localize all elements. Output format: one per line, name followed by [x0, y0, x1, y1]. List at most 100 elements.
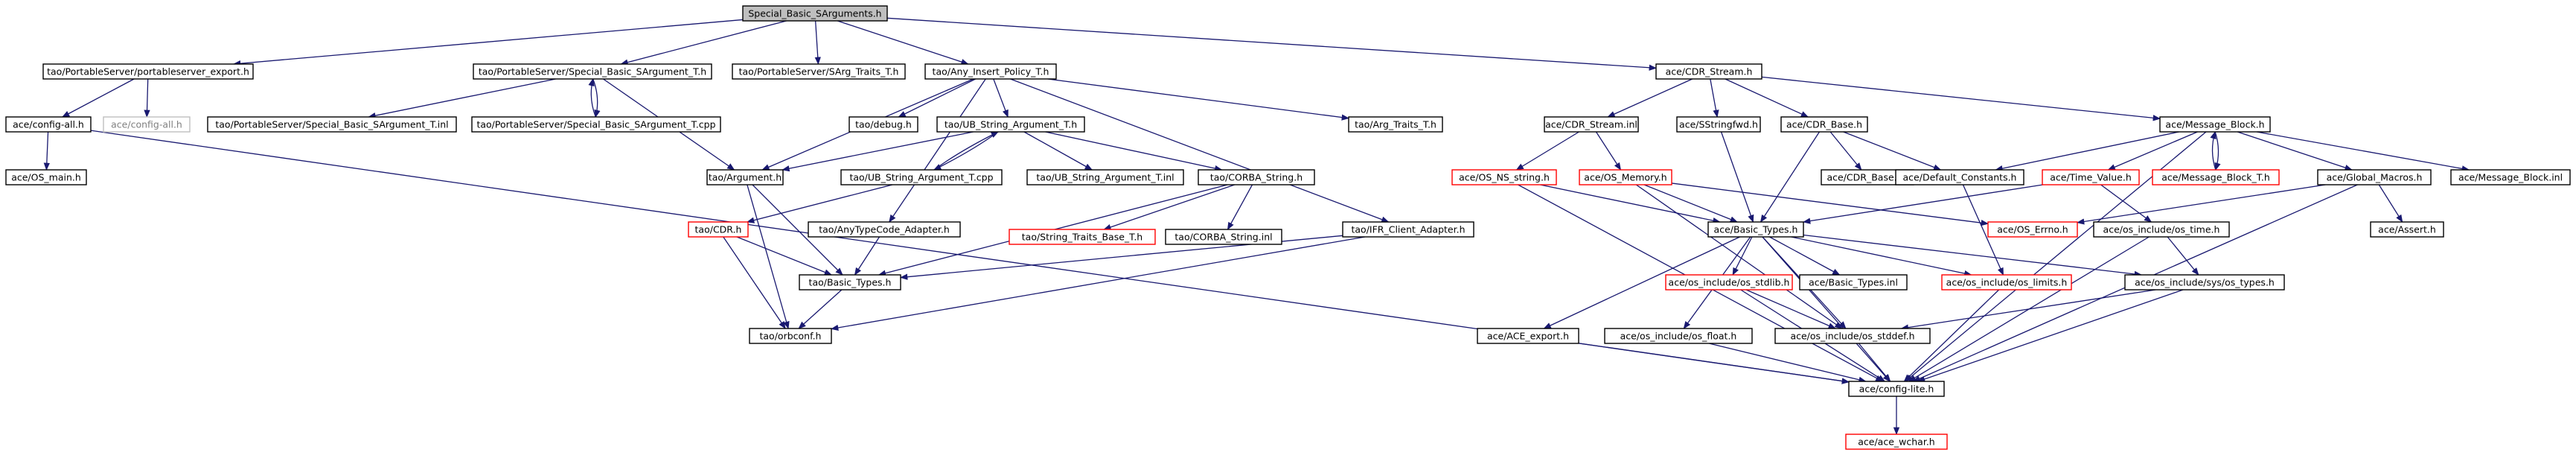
edge-line — [2256, 131, 2470, 172]
node-wchar[interactable]: ace/ace_wchar.h — [1845, 434, 1948, 450]
edge-taocdr-to-taobt — [736, 236, 833, 276]
node-cdrs[interactable]: ace/CDR_Stream.h — [1655, 63, 1762, 80]
node-box — [936, 116, 1085, 133]
edge-aip-to-anytca — [889, 78, 986, 223]
edge-sbsa-to-sbsainl — [368, 78, 556, 119]
edge-line — [1762, 236, 1891, 382]
node-box — [799, 274, 901, 291]
node-label: ace/os_include/os_time.h — [2103, 224, 2220, 235]
node-box — [732, 63, 906, 80]
node-anytca[interactable]: tao/AnyTypeCode_Adapter.h — [808, 221, 961, 238]
node-box — [1026, 169, 1184, 185]
node-msgblkinl[interactable]: ace/Message_Block.inl — [2450, 169, 2571, 185]
node-cdrbaseinl[interactable]: ace/CDR_Base.inl — [1821, 169, 1914, 185]
node-corbasinl[interactable]: tao/CORBA_String.inl — [1165, 229, 1282, 245]
node-acecfg[interactable]: ace/config-all.h — [5, 116, 92, 133]
edge-line — [2167, 236, 2199, 276]
edge-line — [1903, 289, 2000, 382]
node-oscfg[interactable]: tao/orbconf.h — [749, 328, 832, 344]
node-label: tao/PortableServer/Special_Basic_SArgume… — [215, 119, 448, 130]
edge-line — [1858, 343, 1891, 382]
edge-msgblk-to-defc — [1995, 131, 2179, 172]
node-label: tao/UB_String_Argument_T.h — [945, 119, 1077, 130]
node-osstdlib[interactable]: ace/os_include/os_stdlib.h — [1665, 274, 1793, 291]
node-ssfwd[interactable]: ace/SStringfwd.h — [1676, 116, 1761, 133]
node-ubsacpp[interactable]: tao/UB_String_Argument_T.cpp — [840, 169, 1003, 185]
node-taocdr[interactable]: tao/CDR.h — [688, 221, 749, 238]
node-box — [1845, 434, 1948, 450]
node-label: tao/CORBA_String.inl — [1174, 232, 1272, 243]
node-sbsainl[interactable]: tao/PortableServer/Special_Basic_SArgume… — [207, 116, 457, 133]
edge-line — [830, 236, 1366, 331]
node-msgblk[interactable]: ace/Message_Block.h — [2159, 116, 2271, 133]
edge-sbsacpp-to-sbsa — [588, 77, 596, 118]
node-ubsa[interactable]: tao/UB_String_Argument_T.h — [936, 116, 1085, 133]
node-argt[interactable]: tao/Arg_Traits_T.h — [1348, 116, 1443, 133]
node-box — [2124, 274, 2285, 291]
node-glbm[interactable]: ace/Global_Macros.h — [2317, 169, 2432, 185]
edge-cdrsinl-to-osmem — [1595, 131, 1622, 171]
node-aip[interactable]: tao/Any_Insert_Policy_T.h — [924, 63, 1057, 80]
node-cfglite[interactable]: ace/config-lite.h — [1848, 381, 1945, 397]
node-box — [1544, 116, 1639, 133]
edge-msgblk-to-timev — [2107, 131, 2198, 171]
node-ostime[interactable]: ace/os_include/os_time.h — [2093, 221, 2230, 238]
node-corbas[interactable]: tao/CORBA_String.h — [1198, 169, 1315, 185]
node-systypes[interactable]: ace/os_include/sys/os_types.h — [2124, 274, 2285, 291]
edge-line — [1843, 131, 1942, 171]
edge-acecfg-to-osmain — [43, 131, 50, 171]
node-label: ace/Global_Macros.h — [2327, 172, 2423, 183]
edge-line — [1725, 78, 1809, 118]
node-box — [207, 116, 457, 133]
node-basict[interactable]: ace/Basic_Types.h — [1707, 221, 1804, 238]
edge-line — [1607, 78, 1693, 118]
node-cdrsinl[interactable]: ace/CDR_Stream.inl — [1544, 116, 1639, 133]
node-box — [1342, 221, 1474, 238]
edge-root-to-cdrs — [886, 17, 1658, 71]
node-pse[interactable]: tao/PortableServer/portableserver_export… — [42, 63, 254, 80]
node-timev[interactable]: ace/Time_Value.h — [2042, 169, 2140, 185]
node-sat[interactable]: tao/PortableServer/SArg_Traits_T.h — [732, 63, 906, 80]
edge-oslimits-to-cfglite — [1903, 289, 2000, 382]
node-osfloat[interactable]: ace/os_include/os_float.h — [1604, 328, 1753, 344]
node-sbsacpp[interactable]: tao/PortableServer/Special_Basic_SArgume… — [471, 116, 721, 133]
node-acecfgx[interactable]: ace/config-all.h — [103, 116, 191, 133]
node-defc[interactable]: ace/Default_Constants.h — [1895, 169, 2024, 185]
node-ifrca[interactable]: tao/IFR_Client_Adapter.h — [1342, 221, 1474, 238]
node-assert[interactable]: ace/Assert.h — [2370, 221, 2444, 238]
node-oslimits[interactable]: ace/os_include/os_limits.h — [1941, 274, 2072, 291]
node-osmain[interactable]: ace/OS_main.h — [5, 169, 87, 185]
edge-line — [1745, 289, 1836, 329]
edge-line — [1710, 78, 1719, 118]
node-box — [2317, 169, 2432, 185]
node-btinl[interactable]: ace/Basic_Types.inl — [1799, 274, 1908, 291]
node-taobt[interactable]: tao/Basic_Types.h — [799, 274, 901, 291]
node-box — [688, 221, 749, 238]
node-oserrno[interactable]: ace/OS_Errno.h — [1987, 221, 2078, 238]
node-aceexp[interactable]: ace/ACE_export.h — [1477, 328, 1579, 344]
node-arg[interactable]: tao/Argument.h — [706, 169, 784, 185]
node-root: Special_Basic_SArguments.h — [742, 5, 888, 22]
edge-msgblk-to-msgblkt — [2214, 131, 2221, 171]
node-ubsainl[interactable]: tao/UB_String_Argument_T.inl — [1026, 169, 1184, 185]
edge-line — [1802, 184, 2043, 224]
node-box — [2159, 116, 2271, 133]
node-label: ace/OS_Errno.h — [1997, 224, 2068, 235]
node-debug[interactable]: tao/debug.h — [848, 116, 918, 133]
nodes-layer: Special_Basic_SArguments.h tao/PortableSe… — [5, 5, 2571, 450]
edge-cdrbase-to-basict — [1760, 131, 1821, 223]
edge-line — [2214, 131, 2221, 171]
edge-line — [723, 236, 786, 329]
node-box — [1848, 381, 1945, 397]
node-stbt[interactable]: tao/String_Traits_Base_T.h — [1009, 229, 1156, 245]
node-osnss[interactable]: ace/OS_NS_string.h — [1451, 169, 1557, 185]
node-msgblkt[interactable]: ace/Message_Block_T.h — [2152, 169, 2280, 185]
node-osstddef[interactable]: ace/os_include/os_stddef.h — [1774, 328, 1931, 344]
edge-timev-to-basict — [1802, 184, 2043, 224]
node-osmem[interactable]: ace/OS_Memory.h — [1579, 169, 1672, 185]
node-label: tao/CDR.h — [695, 224, 742, 235]
node-box — [103, 116, 191, 133]
node-cdrbase[interactable]: ace/CDR_Base.h — [1780, 116, 1868, 133]
edge-line — [1905, 131, 2207, 382]
node-sbsa[interactable]: tao/PortableServer/Special_Basic_SArgume… — [473, 63, 712, 80]
